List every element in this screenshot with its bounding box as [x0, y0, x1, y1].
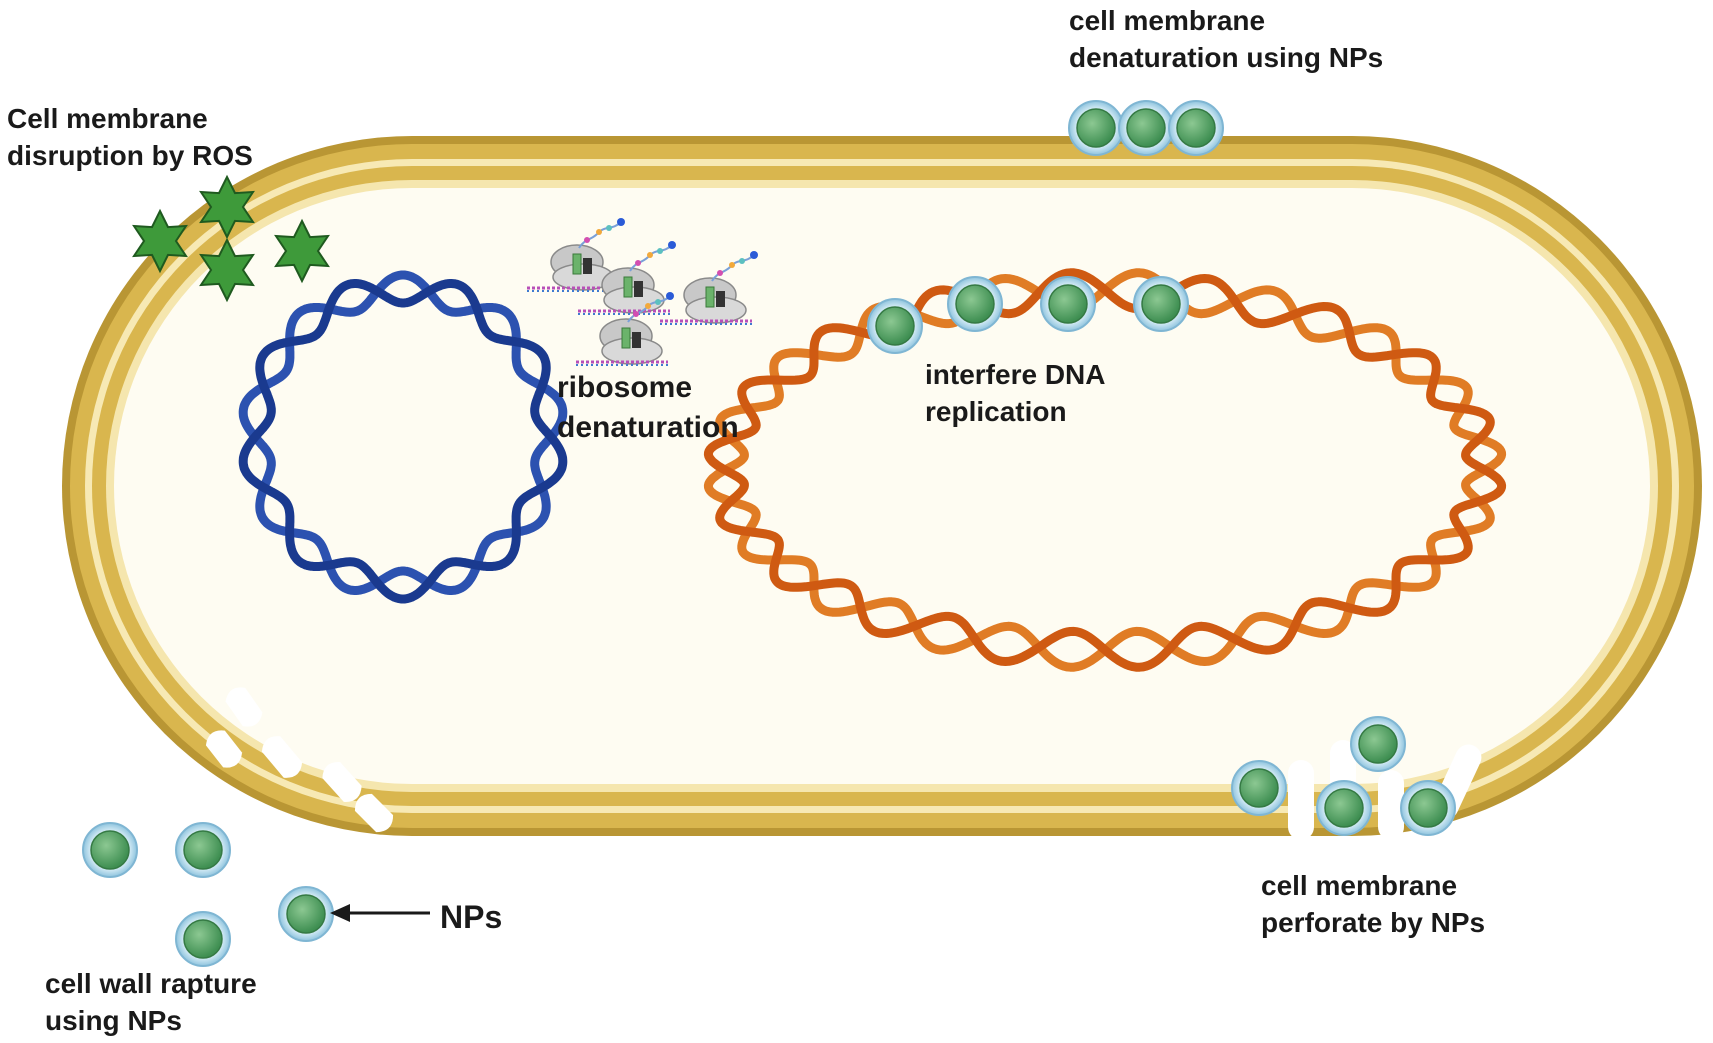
svg-text:replication: replication: [925, 396, 1067, 427]
label-ribosome-denaturation: ribosome denaturation: [557, 371, 739, 444]
nanoparticle-icon: [175, 911, 231, 967]
svg-text:cell membrane: cell membrane: [1261, 870, 1457, 901]
nanoparticle-icon: [1400, 780, 1456, 836]
nanoparticle-icon: [867, 298, 923, 354]
nanoparticle-icon: [1118, 100, 1174, 156]
nanoparticle-icon: [82, 822, 138, 878]
nanoparticle-icon: [1068, 100, 1124, 156]
nanoparticle-icon: [175, 822, 231, 878]
svg-text:using NPs: using NPs: [45, 1005, 182, 1036]
nanoparticle-icon: [947, 276, 1003, 332]
svg-text:NPs: NPs: [440, 899, 502, 935]
ros-stars: [132, 174, 330, 303]
svg-text:Cell membrane: Cell membrane: [7, 103, 208, 134]
nanoparticle-icon: [1133, 276, 1189, 332]
label-ros: Cell membrane disruption by ROS: [7, 103, 253, 171]
svg-text:ribosome: ribosome: [557, 371, 692, 404]
svg-text:denaturation: denaturation: [557, 411, 739, 444]
cell-wall-rupture-gaps: [205, 687, 394, 833]
svg-text:disruption by ROS: disruption by ROS: [7, 140, 253, 171]
label-membrane-perforation: cell membrane perforate by NPs: [1261, 870, 1485, 938]
star-icon: [274, 218, 330, 284]
star-icon: [199, 237, 255, 303]
svg-text:interfere DNA: interfere DNA: [925, 359, 1105, 390]
nanoparticle-icon: [1168, 100, 1224, 156]
star-icon: [199, 174, 255, 240]
nanoparticle-icon: [1040, 276, 1096, 332]
plasmid-dna: [238, 270, 568, 604]
svg-text:cell membrane: cell membrane: [1069, 5, 1265, 36]
label-membrane-denaturation: cell membrane denaturation using NPs: [1069, 5, 1383, 73]
label-cell-wall-rapture: cell wall rapture using NPs: [45, 968, 257, 1036]
dna-strand: [703, 268, 1507, 672]
svg-text:perforate by NPs: perforate by NPs: [1261, 907, 1485, 938]
svg-text:denaturation using NPs: denaturation using NPs: [1069, 42, 1383, 73]
nanoparticle-icon: [1350, 716, 1406, 772]
svg-text:cell wall rapture: cell wall rapture: [45, 968, 257, 999]
nanoparticle-icon: [278, 886, 334, 942]
nanoparticle-icon: [1316, 780, 1372, 836]
nanoparticle-icon: [1231, 760, 1287, 816]
label-dna-replication: interfere DNA replication: [925, 359, 1105, 427]
arrow-icon: [330, 904, 430, 922]
label-nps: NPs: [440, 899, 502, 935]
dna-strand: [238, 279, 568, 604]
star-icon: [132, 208, 188, 274]
chromosome-dna: [703, 268, 1507, 672]
